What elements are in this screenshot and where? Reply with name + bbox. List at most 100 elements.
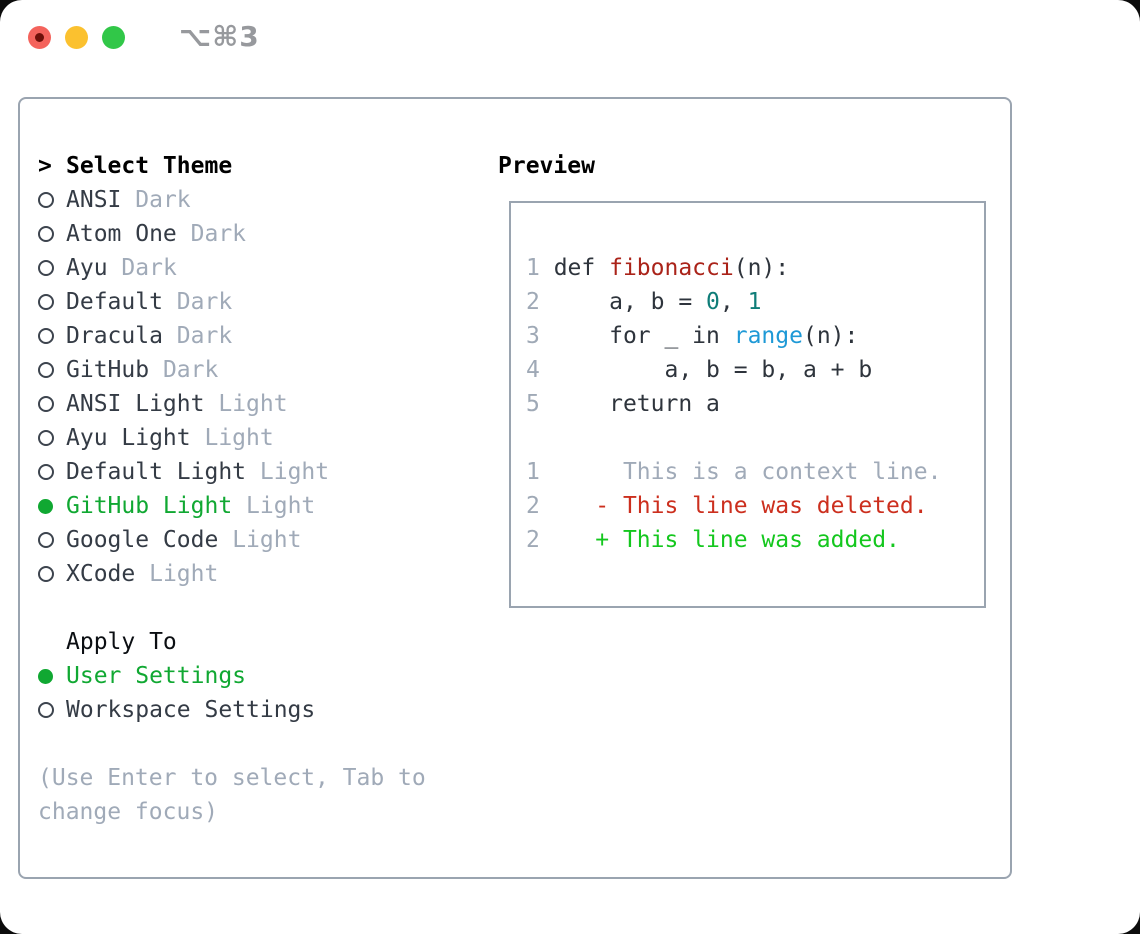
theme-name: ANSI Light bbox=[66, 391, 205, 417]
theme-variant: Light bbox=[218, 391, 288, 417]
preview-pane bbox=[509, 201, 986, 608]
theme-option-github[interactable]: GitHub Dark bbox=[38, 353, 426, 387]
code-line: 4 a, b = b, a + b bbox=[526, 353, 941, 387]
code-segment: return a bbox=[553, 391, 720, 417]
theme-variant: Dark bbox=[121, 255, 177, 281]
line-number: 2 bbox=[526, 493, 554, 519]
apply-to-header: Apply To bbox=[38, 625, 426, 659]
theme-option-google-code[interactable]: Google Code Light bbox=[38, 523, 426, 557]
code-segment: (n): bbox=[733, 255, 790, 281]
theme-option-xcode[interactable]: XCode Light bbox=[38, 557, 426, 591]
selection-cursor-icon: > bbox=[38, 153, 52, 179]
theme-variant: Dark bbox=[190, 221, 247, 247]
radio-unselected-icon bbox=[38, 430, 54, 446]
minimize-button[interactable] bbox=[65, 25, 88, 49]
spacer-row bbox=[38, 727, 426, 761]
apply-option-workspace-settings[interactable]: Workspace Settings bbox=[38, 693, 426, 727]
theme-option-atom-one[interactable]: Atom One Dark bbox=[38, 217, 426, 251]
line-number: 2 bbox=[526, 289, 554, 315]
theme-name: Default bbox=[66, 289, 163, 315]
theme-name: ANSI bbox=[66, 187, 122, 213]
diff-line: 2 + This line was added. bbox=[526, 523, 941, 557]
code-segment: - This line was deleted. bbox=[553, 493, 928, 519]
hint-line: (Use Enter to select, Tab to bbox=[38, 765, 426, 791]
radio-unselected-icon bbox=[38, 226, 54, 242]
theme-name: Default Light bbox=[66, 459, 247, 485]
code-segment: 0 bbox=[706, 289, 720, 315]
apply-option-user-settings[interactable]: User Settings bbox=[38, 659, 426, 693]
code-segment: + This line was added. bbox=[553, 527, 900, 553]
theme-option-ayu-light[interactable]: Ayu Light Light bbox=[38, 421, 426, 455]
theme-name: Atom One bbox=[66, 221, 177, 247]
code-segment: a, b = bbox=[553, 289, 707, 315]
radio-unselected-icon bbox=[38, 464, 54, 480]
theme-option-default-light[interactable]: Default Light Light bbox=[38, 455, 426, 489]
diff-line: 2 - This line was deleted. bbox=[526, 489, 941, 523]
radio-unselected-icon bbox=[38, 702, 54, 718]
preview-header: Preview bbox=[498, 153, 595, 179]
theme-variant: Light bbox=[232, 527, 302, 553]
select-theme-header: > Select Theme bbox=[38, 149, 426, 183]
theme-option-default[interactable]: Default Dark bbox=[38, 285, 426, 319]
zoom-button[interactable] bbox=[102, 25, 125, 49]
radio-unselected-icon bbox=[38, 192, 54, 208]
code-segment: (n): bbox=[802, 323, 859, 349]
hint-text: change focus) bbox=[38, 795, 426, 829]
window-title-shortcut: ⌥⌘3 bbox=[179, 20, 260, 53]
theme-option-ansi[interactable]: ANSI Dark bbox=[38, 183, 426, 217]
line-number: 1 bbox=[526, 459, 554, 485]
theme-option-dracula[interactable]: Dracula Dark bbox=[38, 319, 426, 353]
apply-option-label: Workspace Settings bbox=[66, 697, 316, 723]
code-line: 1 def fibonacci(n): bbox=[526, 251, 941, 285]
radio-unselected-icon bbox=[38, 328, 54, 344]
theme-name: GitHub bbox=[66, 357, 150, 383]
theme-name: Dracula bbox=[66, 323, 163, 349]
theme-variant: Dark bbox=[176, 289, 233, 315]
theme-option-ansi-light[interactable]: ANSI Light Light bbox=[38, 387, 426, 421]
hint-text: (Use Enter to select, Tab to bbox=[38, 761, 426, 795]
code-line: 3 for _ in range(n): bbox=[526, 319, 941, 353]
theme-option-github-light[interactable]: GitHub Light Light bbox=[38, 489, 426, 523]
apply-option-label: User Settings bbox=[66, 663, 247, 689]
radio-selected-icon bbox=[38, 668, 53, 684]
radio-unselected-icon bbox=[38, 362, 54, 378]
theme-variant: Light bbox=[246, 493, 316, 519]
spacer-row bbox=[38, 591, 426, 625]
blank-line bbox=[526, 421, 941, 455]
code-segment: range bbox=[733, 323, 803, 349]
select-theme-label: Select Theme bbox=[66, 153, 233, 179]
close-button[interactable] bbox=[28, 25, 51, 49]
theme-name: Google Code bbox=[66, 527, 219, 553]
code-segment: fibonacci bbox=[609, 255, 734, 281]
theme-name: Ayu bbox=[66, 255, 108, 281]
theme-variant: Dark bbox=[176, 323, 233, 349]
theme-variant: Dark bbox=[162, 357, 219, 383]
radio-unselected-icon bbox=[38, 294, 54, 310]
code-segment: for _ in bbox=[553, 323, 734, 349]
titlebar: ⌥⌘3 bbox=[28, 20, 260, 53]
line-number: 2 bbox=[526, 527, 554, 553]
radio-unselected-icon bbox=[38, 532, 54, 548]
line-number: 5 bbox=[526, 391, 554, 417]
code-segment: This is a context line. bbox=[553, 459, 942, 485]
theme-option-ayu[interactable]: Ayu Dark bbox=[38, 251, 426, 285]
code-line: 2 a, b = 0, 1 bbox=[526, 285, 941, 319]
hint-line: change focus) bbox=[38, 799, 219, 825]
code-segment: def bbox=[553, 255, 610, 281]
radio-selected-icon bbox=[38, 498, 53, 514]
line-number: 3 bbox=[526, 323, 554, 349]
apply-to-label: Apply To bbox=[66, 629, 177, 655]
theme-variant: Light bbox=[149, 561, 219, 587]
code-segment: a, b = b, a + b bbox=[553, 357, 873, 383]
theme-variant: Light bbox=[259, 459, 330, 485]
code-line: 5 return a bbox=[526, 387, 941, 421]
radio-unselected-icon bbox=[38, 566, 54, 582]
theme-name: Ayu Light bbox=[66, 425, 191, 451]
theme-variant: Dark bbox=[135, 187, 191, 213]
theme-variant: Light bbox=[204, 425, 274, 451]
theme-name: GitHub Light bbox=[66, 493, 233, 519]
